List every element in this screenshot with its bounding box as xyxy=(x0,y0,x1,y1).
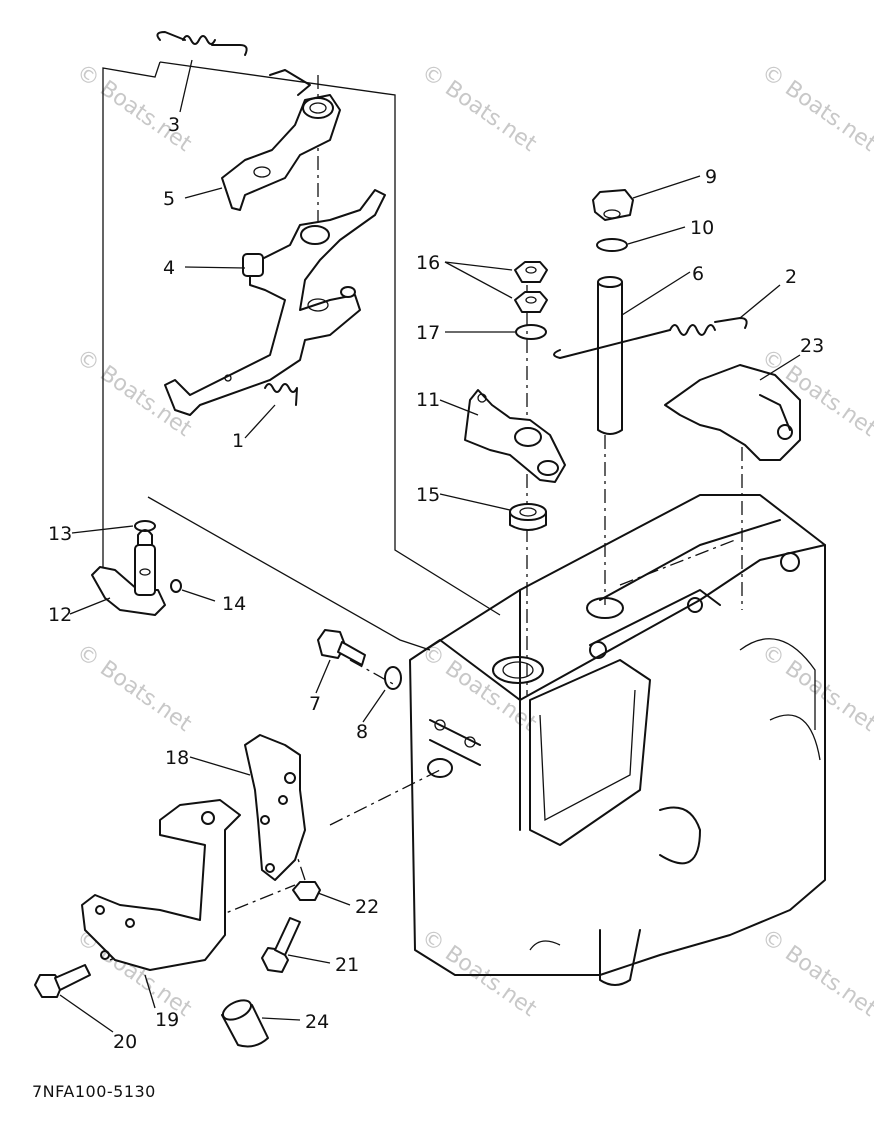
bushing-part-15 xyxy=(509,503,547,531)
watermark: © Boats.net xyxy=(72,59,197,157)
nuts-part-16 xyxy=(514,261,548,313)
callout-labels: 3 5 4 1 9 10 6 2 23 16 17 11 15 13 12 14… xyxy=(48,114,824,1053)
callout-13: 13 xyxy=(48,523,72,545)
callout-14: 14 xyxy=(222,593,246,615)
watermark: © Boats.net xyxy=(417,59,542,157)
lever-part-4 xyxy=(164,189,386,416)
callout-5: 5 xyxy=(163,188,175,210)
sleeve-part-24 xyxy=(221,999,269,1048)
callout-8: 8 xyxy=(356,721,368,743)
nut-part-22 xyxy=(292,881,321,901)
callout-11: 11 xyxy=(416,389,440,411)
bolt-part-7 xyxy=(317,629,366,666)
bracket-part-18 xyxy=(244,734,306,881)
washer-part-17 xyxy=(515,324,547,340)
callout-20: 20 xyxy=(113,1031,137,1053)
lever-part-11 xyxy=(464,389,566,483)
callout-9: 9 xyxy=(705,166,717,188)
spring-part-3 xyxy=(156,31,248,56)
callout-22: 22 xyxy=(355,896,379,918)
spring-part-1 xyxy=(264,383,298,406)
callout-12: 12 xyxy=(48,604,72,626)
callout-6: 6 xyxy=(692,263,704,285)
callout-15: 15 xyxy=(416,484,440,506)
callout-3: 3 xyxy=(168,114,180,136)
bracket-part-19 xyxy=(81,799,241,971)
shaft-plate-part-12 xyxy=(91,529,166,616)
callout-2: 2 xyxy=(785,266,797,288)
watermark: © Boats.net xyxy=(72,639,197,737)
rod-part-6 xyxy=(597,276,623,435)
watermark: © Boats.net xyxy=(757,59,874,157)
callout-21: 21 xyxy=(335,954,359,976)
washer-part-8 xyxy=(384,666,402,690)
callout-10: 10 xyxy=(690,217,714,239)
cover-part-23 xyxy=(664,364,801,461)
pin-part-14 xyxy=(170,579,182,593)
watermark-layer: © Boats.net © Boats.net © Boats.net © Bo… xyxy=(72,59,874,1022)
leader-lines xyxy=(59,59,801,1033)
bolt-part-20 xyxy=(34,964,91,998)
callout-7: 7 xyxy=(309,693,321,715)
callout-17: 17 xyxy=(416,322,440,344)
washer-part-10 xyxy=(596,238,628,252)
callout-4: 4 xyxy=(163,257,175,279)
callout-16: 16 xyxy=(416,252,440,274)
lever-part-5 xyxy=(221,69,341,211)
callout-18: 18 xyxy=(165,747,189,769)
bolt-part-21 xyxy=(261,917,301,973)
gearcase-housing xyxy=(409,494,826,986)
figure-code: 7NFA100-5130 xyxy=(32,1082,156,1101)
watermark: © Boats.net xyxy=(757,924,874,1022)
watermark: © Boats.net xyxy=(417,924,542,1022)
callout-24: 24 xyxy=(305,1011,329,1033)
callout-1: 1 xyxy=(232,430,244,452)
callout-23: 23 xyxy=(800,335,824,357)
plug-bolt-part-9 xyxy=(592,189,634,221)
spring-part-2 xyxy=(553,317,748,359)
callout-19: 19 xyxy=(155,1009,179,1031)
